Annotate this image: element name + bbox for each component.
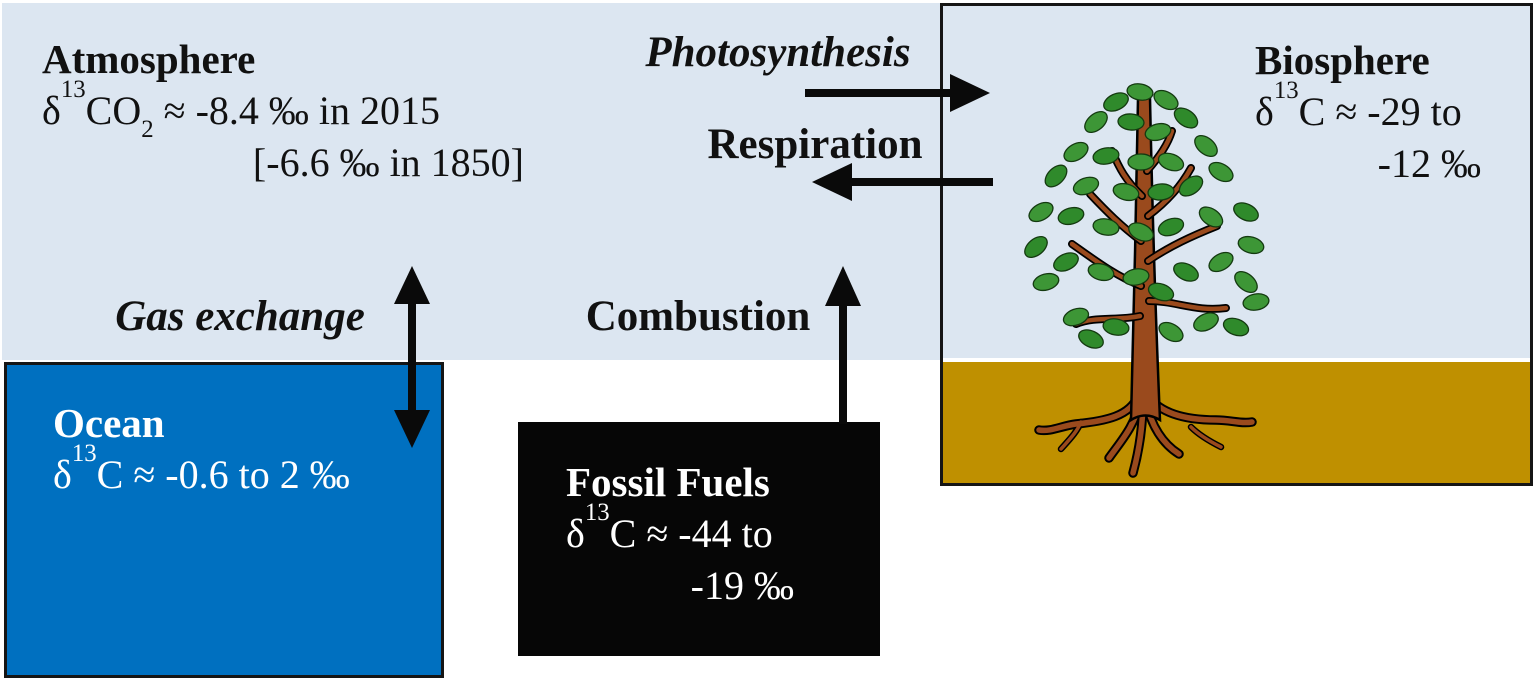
biosphere-value-line2: -12 ‰ [1377,141,1481,186]
atmosphere-text-block: Atmosphere δ13CO2 ≈ -8.4 ‰ in 2015 [-6.6… [42,33,524,189]
fossil-fuels-text-block: Fossil Fuels δ13C ≈ -44 to -19 ‰ [566,456,814,612]
biosphere-text-block: Biosphere δ13C ≈ -29 to -12 ‰ [1255,34,1495,190]
atmosphere-historical-value: [-6.6 ‰ in 1850] [252,140,524,185]
atmosphere-title: Atmosphere [42,36,256,82]
gas-exchange-label: Gas exchange [115,293,365,340]
fossil-fuels-region: Fossil Fuels δ13C ≈ -44 to -19 ‰ [518,422,880,656]
biosphere-region: Biosphere δ13C ≈ -29 to -12 ‰ [940,3,1533,486]
tree-leaves [1024,83,1270,349]
ocean-region: Ocean δ13C ≈ -0.6 to 2 ‰ [4,362,444,678]
biosphere-title: Biosphere [1255,37,1430,83]
ocean-value-line: δ13C ≈ -0.6 to 2 ‰ [53,440,350,497]
ocean-text-block: Ocean δ13C ≈ -0.6 to 2 ‰ [53,397,423,501]
fossil-fuels-value-line: δ13C ≈ -44 to [566,499,773,556]
fossil-fuels-value-line2: -19 ‰ [690,563,794,608]
tree-illustration [1024,83,1270,478]
biosphere-sky [943,6,1530,358]
respiration-label: Respiration [707,121,923,168]
ocean-title: Ocean [53,400,165,446]
atmosphere-value-line: δ13CO2 ≈ -8.4 ‰ in 2015 [42,76,441,144]
combustion-label: Combustion [585,293,811,340]
fossil-fuels-title: Fossil Fuels [566,459,770,505]
photosynthesis-label: Photosynthesis [645,29,911,76]
biosphere-value-line: δ13C ≈ -29 to [1255,77,1462,134]
atmosphere-region: Atmosphere δ13CO2 ≈ -8.4 ‰ in 2015 [-6.6… [2,3,940,360]
